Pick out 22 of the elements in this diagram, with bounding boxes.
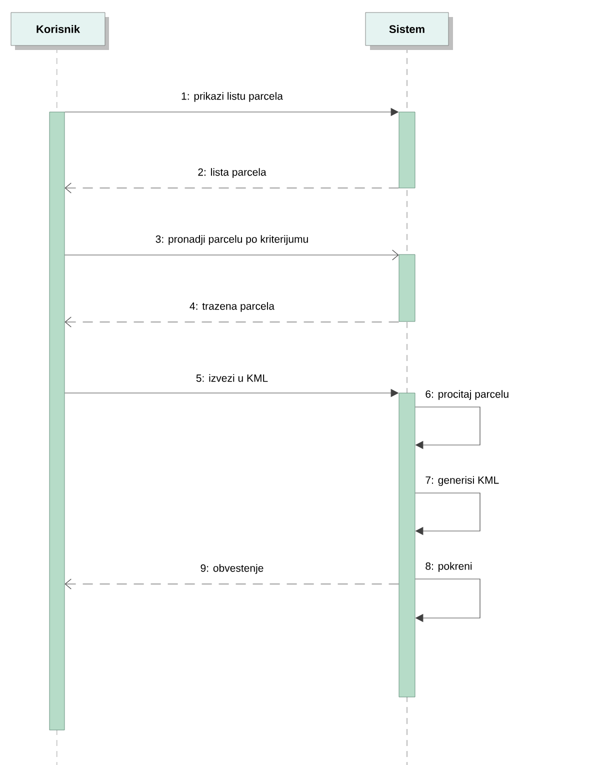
message-label: 1: prikazi listu parcela xyxy=(182,92,283,102)
message-arrow xyxy=(64,316,400,328)
message-label: 6: procitaj parcelu xyxy=(426,390,508,400)
message-arrow xyxy=(64,578,400,590)
message-label: 7: generisi KML xyxy=(426,476,499,486)
message-arrow xyxy=(64,182,400,194)
message-arrow xyxy=(414,406,480,450)
message-label: 5: izvezi u KML xyxy=(196,374,268,382)
message-label: 4: trazena parcela xyxy=(190,302,274,312)
message-arrow xyxy=(64,250,399,260)
activation-bar xyxy=(398,392,416,698)
activation-bar xyxy=(398,112,416,188)
lifeline-header: Korisnik xyxy=(10,12,106,46)
message-label: 8: pokreni xyxy=(426,562,472,572)
activation-bar xyxy=(398,254,416,322)
message-label: 2: lista parcela xyxy=(198,168,266,178)
lifeline-header: Sistem xyxy=(365,12,449,46)
message-label: 3: pronadji parcelu po kriterijumu xyxy=(156,235,308,245)
message-arrow xyxy=(414,578,480,622)
activation-bar xyxy=(49,112,65,730)
message-label: 9: obvestenje xyxy=(200,564,264,574)
message-arrow xyxy=(414,492,480,536)
